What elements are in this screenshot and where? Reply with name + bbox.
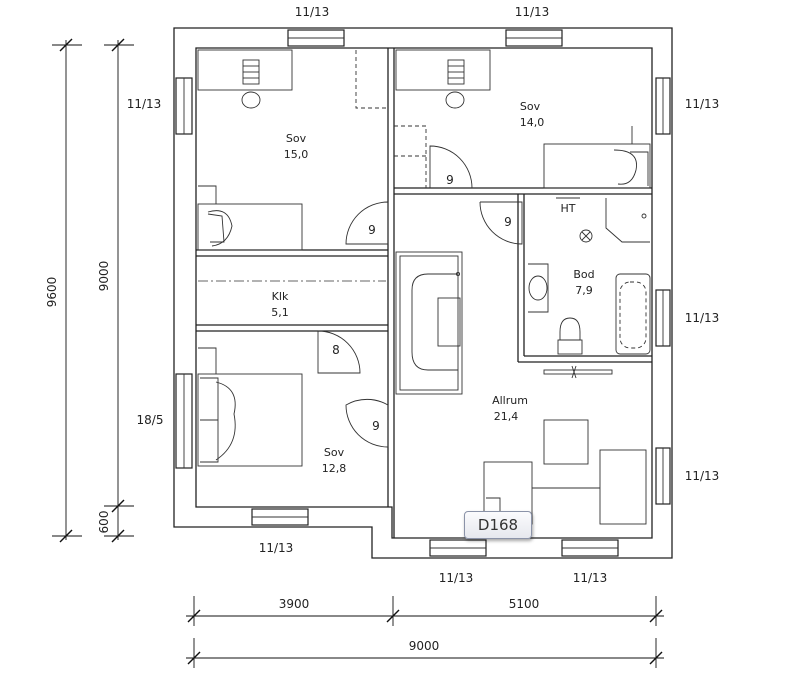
windows [175, 29, 671, 557]
dimension-labels: 9600 9000 600 3900 5100 9000 [45, 261, 539, 653]
door-label: 9 [372, 419, 380, 433]
window-label: 11/13 [259, 541, 294, 555]
room-name: Sov [520, 100, 541, 113]
window-label: 11/13 [685, 97, 720, 111]
door-label: 9 [368, 223, 376, 237]
window-label: 11/13 [439, 571, 474, 585]
room-area: 21,4 [494, 410, 519, 423]
bed-top-left [197, 185, 303, 251]
living-furniture [483, 365, 647, 525]
door-label: 9 [446, 173, 454, 187]
closets [355, 50, 427, 188]
dim-left-small: 600 [97, 511, 111, 534]
dim-bottom-left: 3900 [279, 597, 310, 611]
desk-left [197, 49, 293, 109]
outer-wall [173, 27, 673, 559]
door-labels: 9 9 9 9 8 [332, 173, 512, 433]
window-label: 11/13 [295, 5, 330, 19]
interior-walls [196, 48, 652, 538]
dim-bottom-right: 5100 [509, 597, 540, 611]
window-label: 11/13 [515, 5, 550, 19]
desk-right [395, 49, 491, 109]
window-label: 11/13 [685, 469, 720, 483]
fixture-label-ht: HT [561, 202, 576, 215]
room-area: 15,0 [284, 148, 309, 161]
room-name: Bod [573, 268, 594, 281]
dim-left-inner: 9000 [97, 261, 111, 292]
dimension-lines [52, 38, 664, 668]
window-label: 18/5 [137, 413, 164, 427]
room-name: Sov [286, 132, 307, 145]
room-labels: Sov 15,0 Sov 14,0 Klk 5,1 Bod 7,9 Allrum… [271, 100, 594, 475]
window-labels: 11/13 11/13 11/13 11/13 11/13 11/13 11/1… [127, 5, 720, 585]
fireplace [395, 251, 463, 395]
window-label: 11/13 [127, 97, 162, 111]
door-label: 8 [332, 343, 340, 357]
room-area: 5,1 [271, 306, 289, 319]
dim-bottom-total: 9000 [409, 639, 440, 653]
inner-wall-line [195, 47, 653, 539]
bathroom-fixtures [528, 197, 651, 355]
bed-top-right [543, 126, 651, 189]
room-name: Klk [272, 290, 289, 303]
window-label: 11/13 [573, 571, 608, 585]
door-swings [317, 145, 523, 448]
room-area: 7,9 [575, 284, 593, 297]
dim-left-outer: 9600 [45, 277, 59, 308]
door-label: 9 [504, 215, 512, 229]
window-label: 11/13 [685, 311, 720, 325]
room-area: 12,8 [322, 462, 347, 475]
bed-bottom-left [197, 347, 303, 467]
room-name: Allrum [492, 394, 528, 407]
drawing-id-badge[interactable]: D168 [464, 511, 532, 539]
room-area: 14,0 [520, 116, 545, 129]
room-name: Sov [324, 446, 345, 459]
